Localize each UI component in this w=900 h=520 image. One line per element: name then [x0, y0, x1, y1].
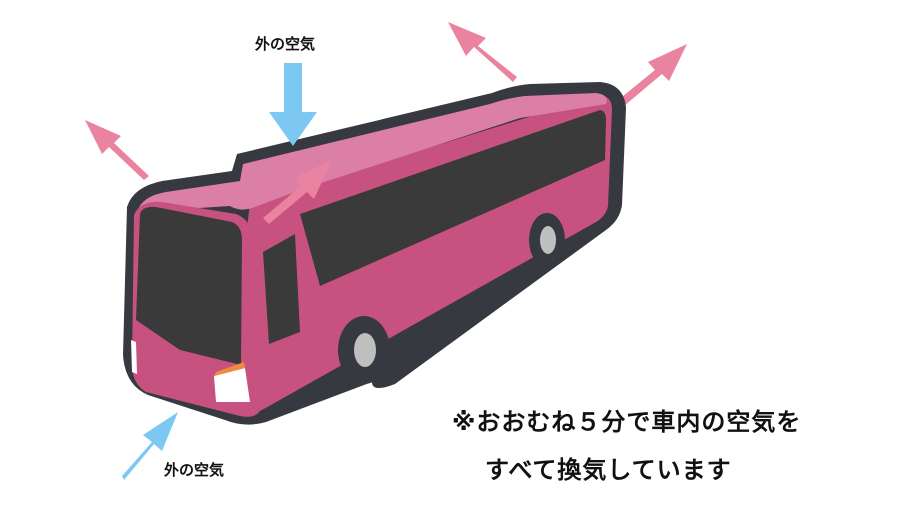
- wheel-front: [338, 316, 390, 384]
- ventilation-note-line-1: ※おおむね５分で車内の空気を: [452, 408, 802, 436]
- headlight-accent: [214, 362, 245, 376]
- bus-door-window: [263, 234, 300, 344]
- exhaust-arrow-icon: [85, 120, 149, 180]
- wheel-rear: [529, 213, 565, 267]
- headlight-left: [131, 340, 137, 374]
- intake-label-bottom: 外の空気: [164, 461, 225, 479]
- intake-label-top: 外の空気: [255, 35, 316, 53]
- bus-illustration: [123, 82, 626, 425]
- roof-airflow-arrow-icon: [263, 160, 332, 224]
- exhaust-arrow-icon: [448, 22, 517, 82]
- ventilation-note-line-2: すべて換気しています: [485, 456, 732, 484]
- intake-arrow-top-icon: [269, 63, 317, 146]
- bus-windshield: [136, 206, 242, 365]
- bus-roof: [137, 93, 607, 212]
- headlight: [214, 368, 250, 402]
- exhaust-arrow-icon: [617, 44, 687, 106]
- intake-arrow-bottom-icon: [122, 412, 178, 480]
- bus-side-windows: [300, 110, 606, 286]
